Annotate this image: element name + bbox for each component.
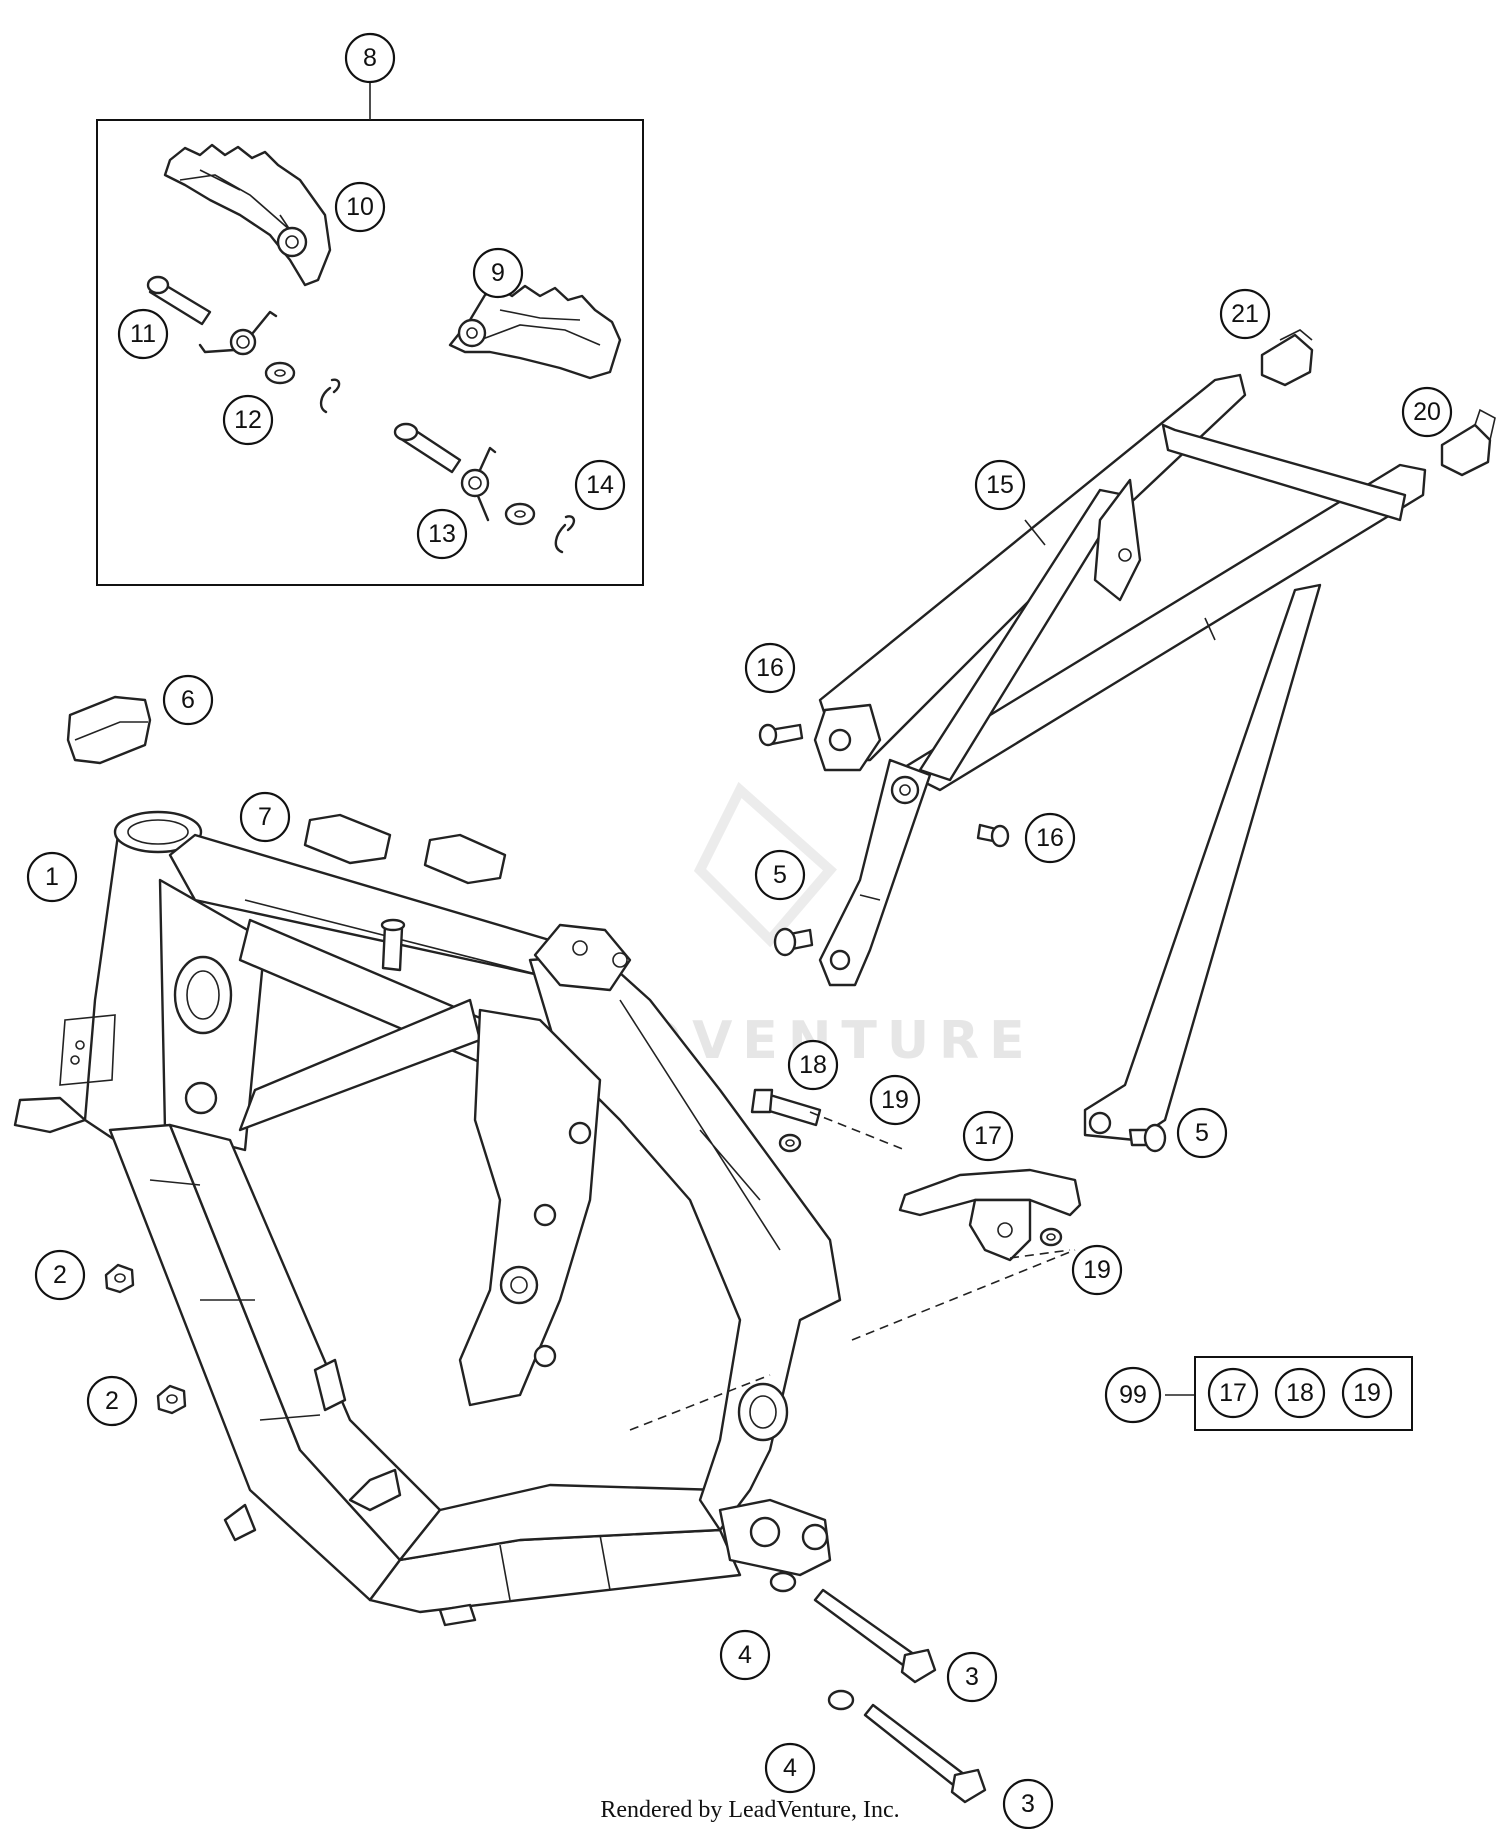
kit-item-18: 18	[1274, 1367, 1326, 1419]
footrest-left-part	[163, 143, 332, 287]
svg-text:1: 1	[45, 863, 59, 891]
svg-text:2: 2	[53, 1261, 67, 1289]
svg-text:16: 16	[756, 654, 784, 682]
long-bolt-parts	[813, 1588, 987, 1804]
cotter-pin-parts	[319, 378, 576, 554]
callout-3b: 3	[1002, 1778, 1054, 1829]
washer-parts	[264, 361, 1063, 1711]
svg-text:7: 7	[258, 803, 272, 831]
callout-19b: 19	[1071, 1244, 1123, 1296]
svg-text:16: 16	[1036, 824, 1064, 852]
svg-text:2: 2	[105, 1387, 119, 1415]
callout-8: 8	[344, 32, 396, 84]
kit-item-17: 17	[1207, 1367, 1259, 1419]
svg-text:17: 17	[1219, 1379, 1247, 1407]
svg-text:18: 18	[1286, 1379, 1314, 1407]
callout-20: 20	[1401, 386, 1453, 438]
svg-text:8: 8	[363, 44, 377, 72]
callout-19a: 19	[869, 1074, 921, 1126]
kit-item-19: 19	[1341, 1367, 1393, 1419]
callout-9: 9	[472, 247, 524, 299]
chain-guide-bolt-part	[750, 1088, 822, 1127]
svg-text:15: 15	[986, 471, 1014, 499]
callout-14: 14	[574, 459, 626, 511]
callout-13: 13	[416, 508, 468, 560]
svg-text:4: 4	[783, 1754, 797, 1782]
frame-cap-part	[66, 695, 152, 765]
callout-16b: 16	[1024, 812, 1076, 864]
callout-6: 6	[162, 674, 214, 726]
svg-text:5: 5	[773, 861, 787, 889]
svg-text:17: 17	[974, 1122, 1002, 1150]
chain-guide-part	[898, 1168, 1082, 1262]
svg-text:6: 6	[181, 686, 195, 714]
nut-parts	[104, 1263, 187, 1415]
callout-3a: 3	[946, 1651, 998, 1703]
callout-5a: 5	[754, 849, 806, 901]
callout-17: 17	[962, 1110, 1014, 1162]
svg-text:3: 3	[965, 1663, 979, 1691]
svg-text:9: 9	[491, 259, 505, 287]
bolt-parts	[758, 723, 1167, 1153]
svg-text:99: 99	[1119, 1381, 1147, 1409]
footrest-inset-box	[96, 80, 644, 586]
svg-text:21: 21	[1231, 300, 1259, 328]
callout-4b: 4	[764, 1742, 816, 1794]
callout-1: 1	[26, 851, 78, 903]
end-cap-parts	[1260, 329, 1496, 477]
svg-text:19: 19	[1353, 1379, 1381, 1407]
main-frame-part	[13, 810, 842, 1627]
callout-21: 21	[1219, 288, 1271, 340]
svg-text:3: 3	[1021, 1790, 1035, 1818]
frame-pad-parts	[303, 813, 507, 885]
svg-text:14: 14	[586, 471, 614, 499]
credit-line: Rendered by LeadVenture, Inc.	[600, 1797, 900, 1823]
callout-15: 15	[974, 459, 1026, 511]
footrest-spring-parts	[198, 310, 497, 522]
kit-box	[1194, 1356, 1413, 1431]
svg-text:5: 5	[1195, 1119, 1209, 1147]
svg-text:18: 18	[799, 1051, 827, 1079]
callout-2a: 2	[34, 1249, 86, 1301]
footrest-pin-parts	[146, 275, 462, 474]
leader-lines	[629, 1111, 1195, 1431]
svg-text:10: 10	[346, 193, 374, 221]
subframe-part	[813, 373, 1427, 1142]
callout-99-kit: 99	[1104, 1366, 1162, 1424]
svg-text:13: 13	[428, 520, 456, 548]
svg-text:12: 12	[234, 406, 262, 434]
callout-18: 18	[787, 1039, 839, 1091]
callout-11: 11	[117, 308, 169, 360]
svg-text:19: 19	[1083, 1256, 1111, 1284]
footrest-right-part	[448, 284, 622, 380]
callout-7: 7	[239, 791, 291, 843]
callout-16a: 16	[744, 642, 796, 694]
svg-text:11: 11	[130, 320, 156, 348]
svg-text:19: 19	[881, 1086, 909, 1114]
callout-12: 12	[222, 394, 274, 446]
svg-text:20: 20	[1413, 398, 1441, 426]
svg-text:4: 4	[738, 1641, 752, 1669]
callout-5b: 5	[1176, 1107, 1228, 1159]
callout-4a: 4	[719, 1629, 771, 1681]
callout-bubbles: 1 2 2 3 3 4 4 5 5 6 7 8 9 10 11 12 13 14…	[26, 32, 1453, 1829]
callout-10: 10	[334, 181, 386, 233]
callout-2b: 2	[86, 1375, 138, 1427]
